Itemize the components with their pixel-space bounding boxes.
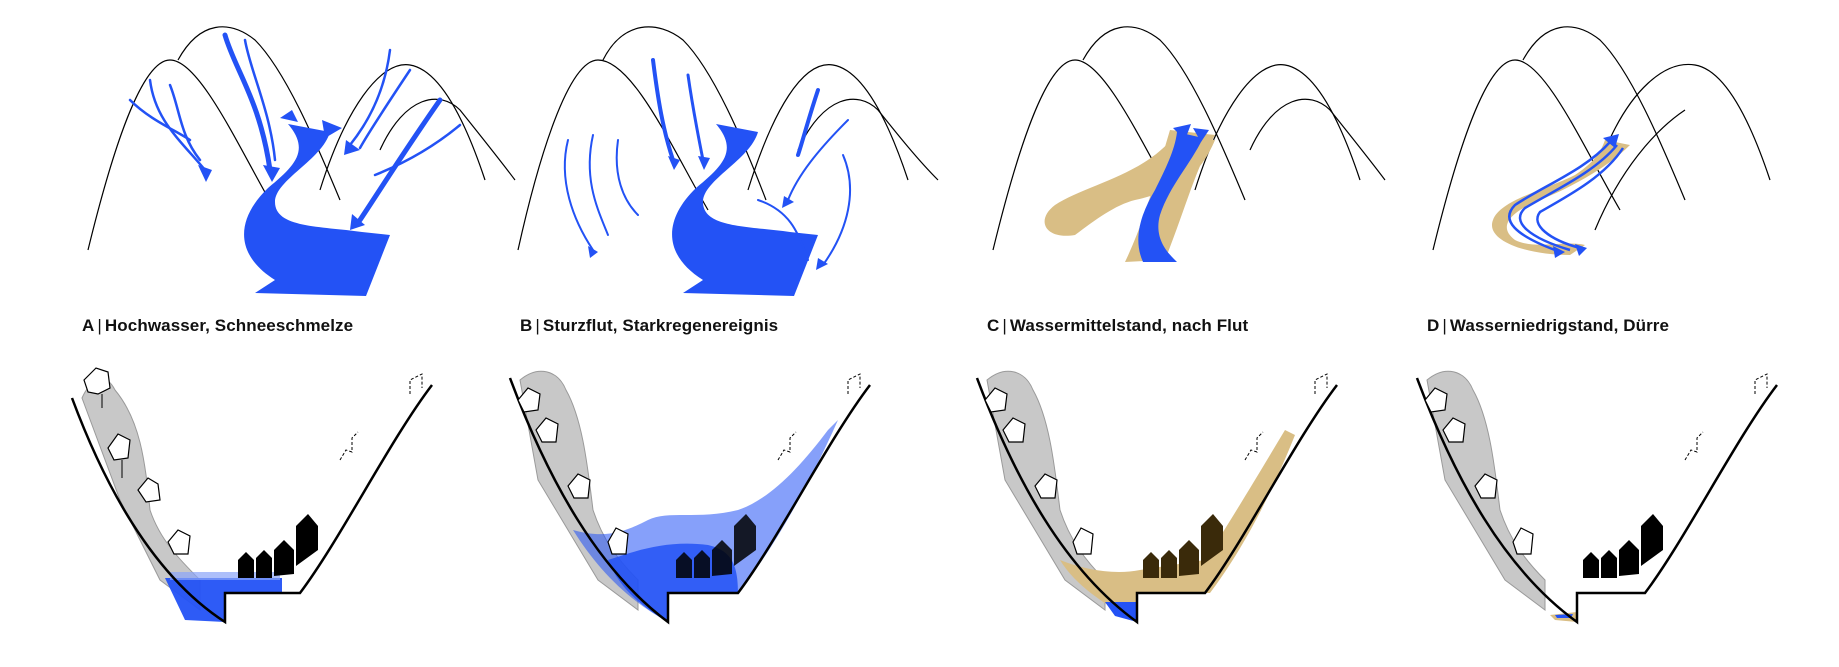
house-icon (274, 540, 294, 576)
valley-section-a (60, 360, 480, 660)
boulder-icon (1513, 528, 1533, 554)
boulder-icon (84, 368, 110, 394)
caption-d: D|Wasserniedrigstand, Dürre (1427, 316, 1669, 336)
house-icon (1161, 550, 1177, 578)
caption-letter: A (82, 316, 94, 335)
water-a (165, 578, 282, 622)
mountain-diagram-b (498, 0, 918, 310)
caption-b: B|Sturzflut, Starkregenereignis (520, 316, 778, 336)
panel-b: B|Sturzflut, Starkregenereignis (498, 0, 958, 667)
valley-section-b (498, 360, 918, 660)
boulder-icon (608, 528, 628, 554)
river-b (672, 124, 818, 296)
house-icon (1179, 540, 1199, 576)
caption-title: Sturzflut, Starkregenereignis (543, 316, 778, 335)
house-icon (1619, 540, 1639, 576)
caption-c: C|Wassermittelstand, nach Flut (987, 316, 1248, 336)
caption-letter: B (520, 316, 532, 335)
mountain-diagram-c (965, 0, 1385, 310)
house-icon (1641, 514, 1663, 566)
house-icon (1601, 550, 1617, 578)
valley-section-d (1405, 360, 1825, 660)
caption-title: Hochwasser, Schneeschmelze (105, 316, 353, 335)
mountain-outlines (1433, 27, 1770, 250)
mountain-diagram-d (1405, 0, 1825, 310)
panel-c: C|Wassermittelstand, nach Flut (965, 0, 1425, 667)
boulder-icon (1073, 528, 1093, 554)
house-icon (1143, 552, 1159, 578)
caption-title: Wasserniedrigstand, Dürre (1450, 316, 1669, 335)
panel-a: A|Hochwasser, Schneeschmelze (60, 0, 520, 667)
mountain-diagram-a (60, 0, 480, 310)
caption-letter: C (987, 316, 999, 335)
caption-a: A|Hochwasser, Schneeschmelze (82, 316, 353, 336)
valley-section-c (965, 360, 1385, 660)
panel-d: D|Wasserniedrigstand, Dürre (1405, 0, 1839, 667)
house-icon (256, 550, 272, 578)
caption-title: Wassermittelstand, nach Flut (1010, 316, 1248, 335)
house-icon (1583, 552, 1599, 578)
caption-letter: D (1427, 316, 1439, 335)
sediment-bed-d (1492, 140, 1630, 255)
house-icon (238, 552, 254, 578)
houses (238, 514, 318, 578)
houses (1583, 514, 1663, 578)
house-icon (296, 514, 318, 566)
